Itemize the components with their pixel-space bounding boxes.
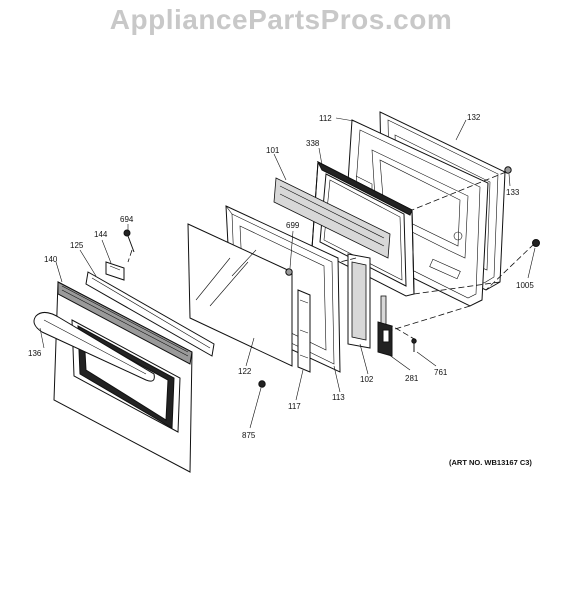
part-122-door-glass bbox=[187, 223, 293, 367]
callout-1005: 1005 bbox=[516, 281, 534, 290]
part-699-screw bbox=[285, 268, 293, 276]
callout-761: 761 bbox=[434, 368, 448, 377]
part-140-outer-door-panel bbox=[53, 281, 193, 473]
callout-117: 117 bbox=[288, 402, 301, 411]
callout-144: 144 bbox=[94, 230, 108, 239]
part-117-hinge-bracket bbox=[297, 289, 311, 373]
part-102-door-baffle bbox=[347, 253, 371, 349]
callout-132: 132 bbox=[467, 113, 481, 122]
callout-112: 112 bbox=[319, 114, 332, 123]
part-761-screw bbox=[411, 338, 417, 352]
callout-125: 125 bbox=[70, 241, 84, 250]
part-144-handle-clip bbox=[105, 261, 125, 281]
callout-102: 102 bbox=[360, 375, 374, 384]
callout-281: 281 bbox=[405, 374, 419, 383]
watermark-text: AppliancePartsPros.com bbox=[109, 4, 453, 35]
callout-136: 136 bbox=[28, 349, 42, 358]
assembly-lines bbox=[127, 171, 535, 341]
part-125-door-trim bbox=[85, 271, 215, 357]
callout-labels: 112 132 338 101 133 694 699 144 125 140 … bbox=[28, 113, 534, 440]
leader-lines bbox=[39, 117, 536, 429]
callout-140: 140 bbox=[44, 255, 58, 264]
callout-113: 113 bbox=[332, 393, 345, 402]
part-694-screw bbox=[123, 229, 135, 253]
part-133-screw bbox=[504, 166, 512, 174]
callout-101: 101 bbox=[266, 146, 280, 155]
part-281-door-hinge bbox=[377, 295, 393, 357]
part-875-screw bbox=[258, 380, 266, 388]
part-136-door-handle bbox=[33, 312, 155, 382]
callout-338: 338 bbox=[306, 139, 320, 148]
part-101-door-insulation bbox=[273, 177, 391, 259]
art-number-label: (ART NO. WB13167 C3) bbox=[449, 458, 532, 467]
callout-133: 133 bbox=[506, 188, 520, 197]
callout-694: 694 bbox=[120, 215, 134, 224]
callout-875: 875 bbox=[242, 431, 256, 440]
callout-699: 699 bbox=[286, 221, 300, 230]
callout-122: 122 bbox=[238, 367, 252, 376]
part-1005-screw bbox=[532, 239, 540, 247]
